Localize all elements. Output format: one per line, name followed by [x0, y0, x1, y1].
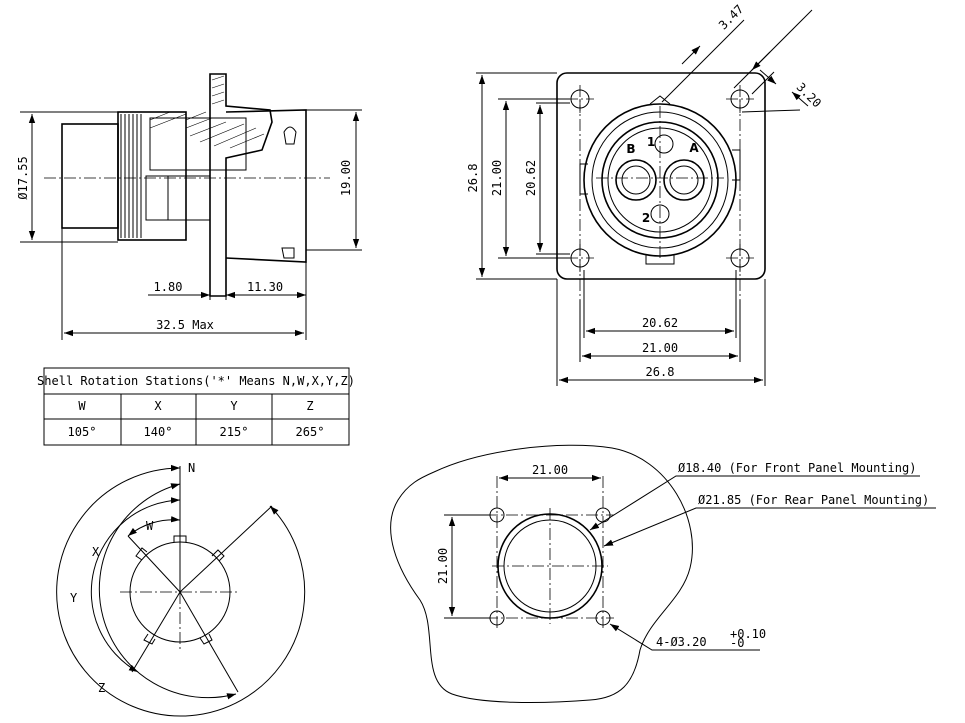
- front-shell-insert: [601, 121, 719, 239]
- dim-32-5: 32.5 Max: [61, 228, 307, 340]
- front-side-tab-right: [732, 149, 741, 181]
- side-contact: [145, 175, 169, 221]
- front-side-tab-left: [579, 163, 588, 195]
- contact-1: [654, 134, 674, 154]
- table-header-Y: Y: [230, 399, 238, 413]
- side-front-shell: [225, 109, 307, 263]
- rotation-label-N: N: [188, 461, 195, 475]
- side-rear-body: [61, 123, 119, 229]
- table-value-X: 140°: [144, 425, 173, 439]
- front-shell-inner: [591, 111, 729, 249]
- label-19-00: 19.00: [339, 160, 353, 196]
- label-21-00-h: 21.00: [642, 341, 678, 355]
- side-flange: [209, 73, 273, 297]
- rotation-label-W: W: [146, 519, 154, 533]
- label-3-47: 3.47: [716, 2, 746, 32]
- side-knurl: [120, 114, 142, 238]
- dim-cutout-21-00-h: 21.00: [499, 463, 601, 482]
- dim-21-00-v: 21.00: [490, 98, 570, 259]
- contact-label-A: A: [689, 141, 699, 155]
- label-26-8-v: 26.8: [466, 164, 480, 193]
- dim-11-30: 11.30: [226, 262, 307, 300]
- label-holes: 4-Ø3.20: [656, 635, 707, 649]
- table-header-Z: Z: [306, 399, 313, 413]
- dim-1-80: 1.80: [148, 258, 227, 300]
- label-cutout-21-00-v: 21.00: [436, 548, 450, 584]
- table-title: Shell Rotation Stations('*' Means N,W,X,…: [37, 374, 355, 388]
- table-value-Z: 265°: [296, 425, 325, 439]
- label-20-62-h: 20.62: [642, 316, 678, 330]
- contact-label-1: 1: [647, 135, 655, 149]
- front-view: 1 A B 2 26.8 21.00 20.62 20.62: [466, 2, 824, 386]
- panel-cutout-view: 21.00 21.00 Ø18.40 (For Front Panel Moun…: [390, 444, 936, 703]
- front-bottom-tab: [645, 254, 675, 265]
- leader-front-mount: Ø18.40 (For Front Panel Mounting): [589, 461, 920, 531]
- shell-rotation-table: Shell Rotation Stations('*' Means N,W,X,…: [37, 367, 355, 446]
- label-20-62-v: 20.62: [524, 160, 538, 196]
- label-32-5: 32.5 Max: [156, 318, 214, 332]
- side-view: Ø17.55 19.00 1.80 11.30 32.5 Max: [16, 73, 362, 340]
- dim-19-00: 19.00: [306, 109, 362, 251]
- dim-26-8-v: 26.8: [466, 72, 557, 280]
- dim-cutout-21-00-v: 21.00: [436, 514, 490, 619]
- label-3-20: 3.20: [794, 80, 824, 110]
- side-bayonet-pin-lower: [281, 247, 295, 259]
- table-header-X: X: [154, 399, 162, 413]
- table-header-W: W: [78, 399, 86, 413]
- label-11-30: 11.30: [247, 280, 283, 294]
- label-dia-17-55: Ø17.55: [16, 156, 30, 199]
- label-21-00-v: 21.00: [490, 160, 504, 196]
- contact-label-2: 2: [642, 211, 650, 225]
- label-1-80: 1.80: [154, 280, 183, 294]
- label-holes-tol-plus: +0.10: [730, 627, 766, 641]
- side-hatching: [149, 75, 265, 149]
- front-flange: [556, 72, 766, 280]
- label-26-8-h: 26.8: [646, 365, 675, 379]
- panel-outline: [390, 444, 693, 703]
- dim-20-62-v: 20.62: [524, 102, 570, 255]
- dim-26-8-h: 26.8: [556, 279, 766, 386]
- front-key: [649, 95, 671, 105]
- label-holes-tol-minus: -0: [730, 636, 744, 650]
- label-rear-mount: Ø21.85 (For Rear Panel Mounting): [698, 493, 929, 507]
- rotation-label-Y: Y: [70, 591, 78, 605]
- dim-3-20: 3.20: [733, 9, 824, 113]
- dim-20-62-h: 20.62: [583, 270, 737, 338]
- dim-3-47: 3.47: [661, 2, 775, 103]
- leader-rear-mount: Ø21.85 (For Rear Panel Mounting): [603, 493, 936, 547]
- label-cutout-21-00-h: 21.00: [532, 463, 568, 477]
- rotation-label-X: X: [92, 545, 100, 559]
- side-insert: [149, 117, 247, 171]
- contact-2: [650, 204, 670, 224]
- dim-dia-17-55: Ø17.55: [16, 111, 118, 243]
- label-front-mount: Ø18.40 (For Front Panel Mounting): [678, 461, 916, 475]
- table-value-Y: 215°: [220, 425, 249, 439]
- leader-holes: 4-Ø3.20 +0.10 -0: [609, 623, 766, 651]
- rotation-view: N W X Y Z: [56, 461, 306, 717]
- contact-label-B: B: [626, 142, 635, 156]
- dim-21-00-h: 21.00: [579, 300, 741, 362]
- rotation-label-Z: Z: [98, 681, 105, 695]
- side-bayonet-pin: [283, 126, 297, 145]
- contact-B: [615, 159, 657, 201]
- table-value-W: 105°: [68, 425, 97, 439]
- contact-A: [663, 159, 705, 201]
